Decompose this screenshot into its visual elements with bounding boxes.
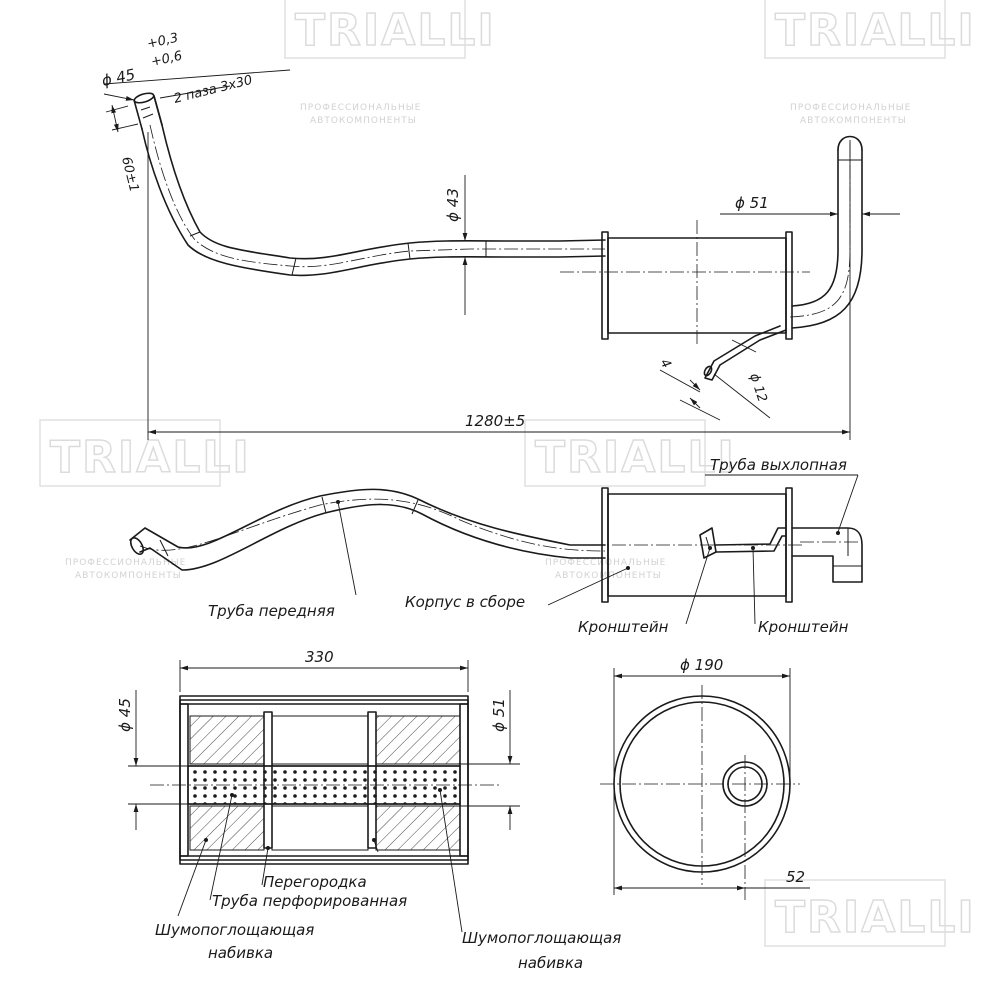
svg-text:TRIALLI: TRIALLI [295,5,496,56]
svg-text:АВТОКОМПОНЕНТЫ: АВТОКОМПОНЕНТЫ [75,571,182,581]
label-packing-left-1: Шумопоглощающая [155,921,314,939]
svg-text:ПРОФЕССИОНАЛЬНЫЕ: ПРОФЕССИОНАЛЬНЫЕ [65,558,186,568]
dim-pipe-diameter: ϕ 43 [444,188,462,222]
svg-text:TRIALLI: TRIALLI [535,432,736,483]
label-packing-left-2: набивка [208,944,273,962]
side-view-assembly: 1280±5 ϕ 43 ϕ 51 ϕ 45 +0,3 +0,6 2 паза 3… [100,31,900,440]
dim-inlet-tol-lower: +0,6 [150,49,184,70]
brackets-plan [699,527,787,559]
dim-section-length: 330 [305,648,334,666]
watermark-top-center: TRIALLI ПРОФЕССИОНАЛЬНЫЕ АВТОКОМПОНЕНТЫ [284,0,496,126]
watermark-mid-left: TRIALLI ПРОФЕССИОНАЛЬНЫЕ АВТОКОМПОНЕНТЫ [39,419,251,581]
dim-inlet-length: 60±1 [118,155,141,193]
dim-inlet-tol-upper: +0,3 [146,31,180,52]
svg-text:TRIALLI: TRIALLI [775,5,976,56]
label-baffle: Перегородка [263,873,367,891]
dim-section-outlet-diameter: ϕ 51 [490,698,508,732]
muffler-body-side [560,220,810,345]
label-bracket-2: Кронштейн [758,618,849,636]
front-pipe-plan [129,488,606,571]
svg-text:TRIALLI: TRIALLI [50,432,251,483]
label-packing-right-1: Шумопоглощающая [462,929,621,947]
svg-text:ПРОФЕССИОНАЛЬНЫЕ: ПРОФЕССИОНАЛЬНЫЕ [790,103,911,113]
watermark-top-right: TRIALLI ПРОФЕССИОНАЛЬНЫЕ АВТОКОМПОНЕНТЫ [764,0,976,126]
watermark-bottom-right: TRIALLI [764,879,976,947]
svg-text:ПРОФЕССИОНАЛЬНЫЕ: ПРОФЕССИОНАЛЬНЫЕ [300,103,421,113]
svg-text:АВТОКОМПОНЕНТЫ: АВТОКОМПОНЕНТЫ [310,116,417,126]
label-front-pipe: Труба передняя [208,602,335,620]
tail-pipe-side [789,135,863,329]
dim-section-inlet-diameter: ϕ 45 [116,698,134,732]
bracket-side [703,325,787,381]
dim-inlet-diameter: ϕ 45 [100,65,137,90]
dim-bracket-hole: ϕ 12 [746,372,769,404]
svg-text:ПРОФЕССИОНАЛЬНЫЕ: ПРОФЕССИОНАЛЬНЫЕ [545,558,666,568]
label-tail-pipe: Труба выхлопная [710,456,847,474]
dim-bracket-thickness: 4 [657,357,674,372]
tail-pipe-plan [791,527,863,583]
muffler-body-plan [590,487,805,603]
label-body: Корпус в сборе [405,593,525,611]
front-pipe-upper-edge [153,95,606,260]
dim-tail-diameter: ϕ 51 [735,194,769,212]
muffler-cross-section: 330 ϕ 45 ϕ 51 Перегородка Труба перфорир… [116,648,621,972]
dim-overall-length: 1280±5 [465,412,525,430]
label-bracket-1: Кронштейн [578,618,669,636]
front-pipe-lower-edge [141,128,606,277]
dim-outlet-offset: 52 [786,868,805,886]
dim-body-diameter: ϕ 190 [680,656,723,674]
plan-view-assembly: Труба выхлопная Труба передняя Корпус в … [129,456,863,636]
label-packing-right-2: набивка [518,954,583,972]
svg-text:АВТОКОМПОНЕНТЫ: АВТОКОМПОНЕНТЫ [800,116,907,126]
muffler-end-view: ϕ 190 52 [600,656,810,900]
svg-text:TRIALLI: TRIALLI [775,892,976,943]
watermarks: TRIALLI ПРОФЕССИОНАЛЬНЫЕ АВТОКОМПОНЕНТЫ … [39,0,976,947]
label-perforated-pipe: Труба перфорированная [212,892,407,910]
